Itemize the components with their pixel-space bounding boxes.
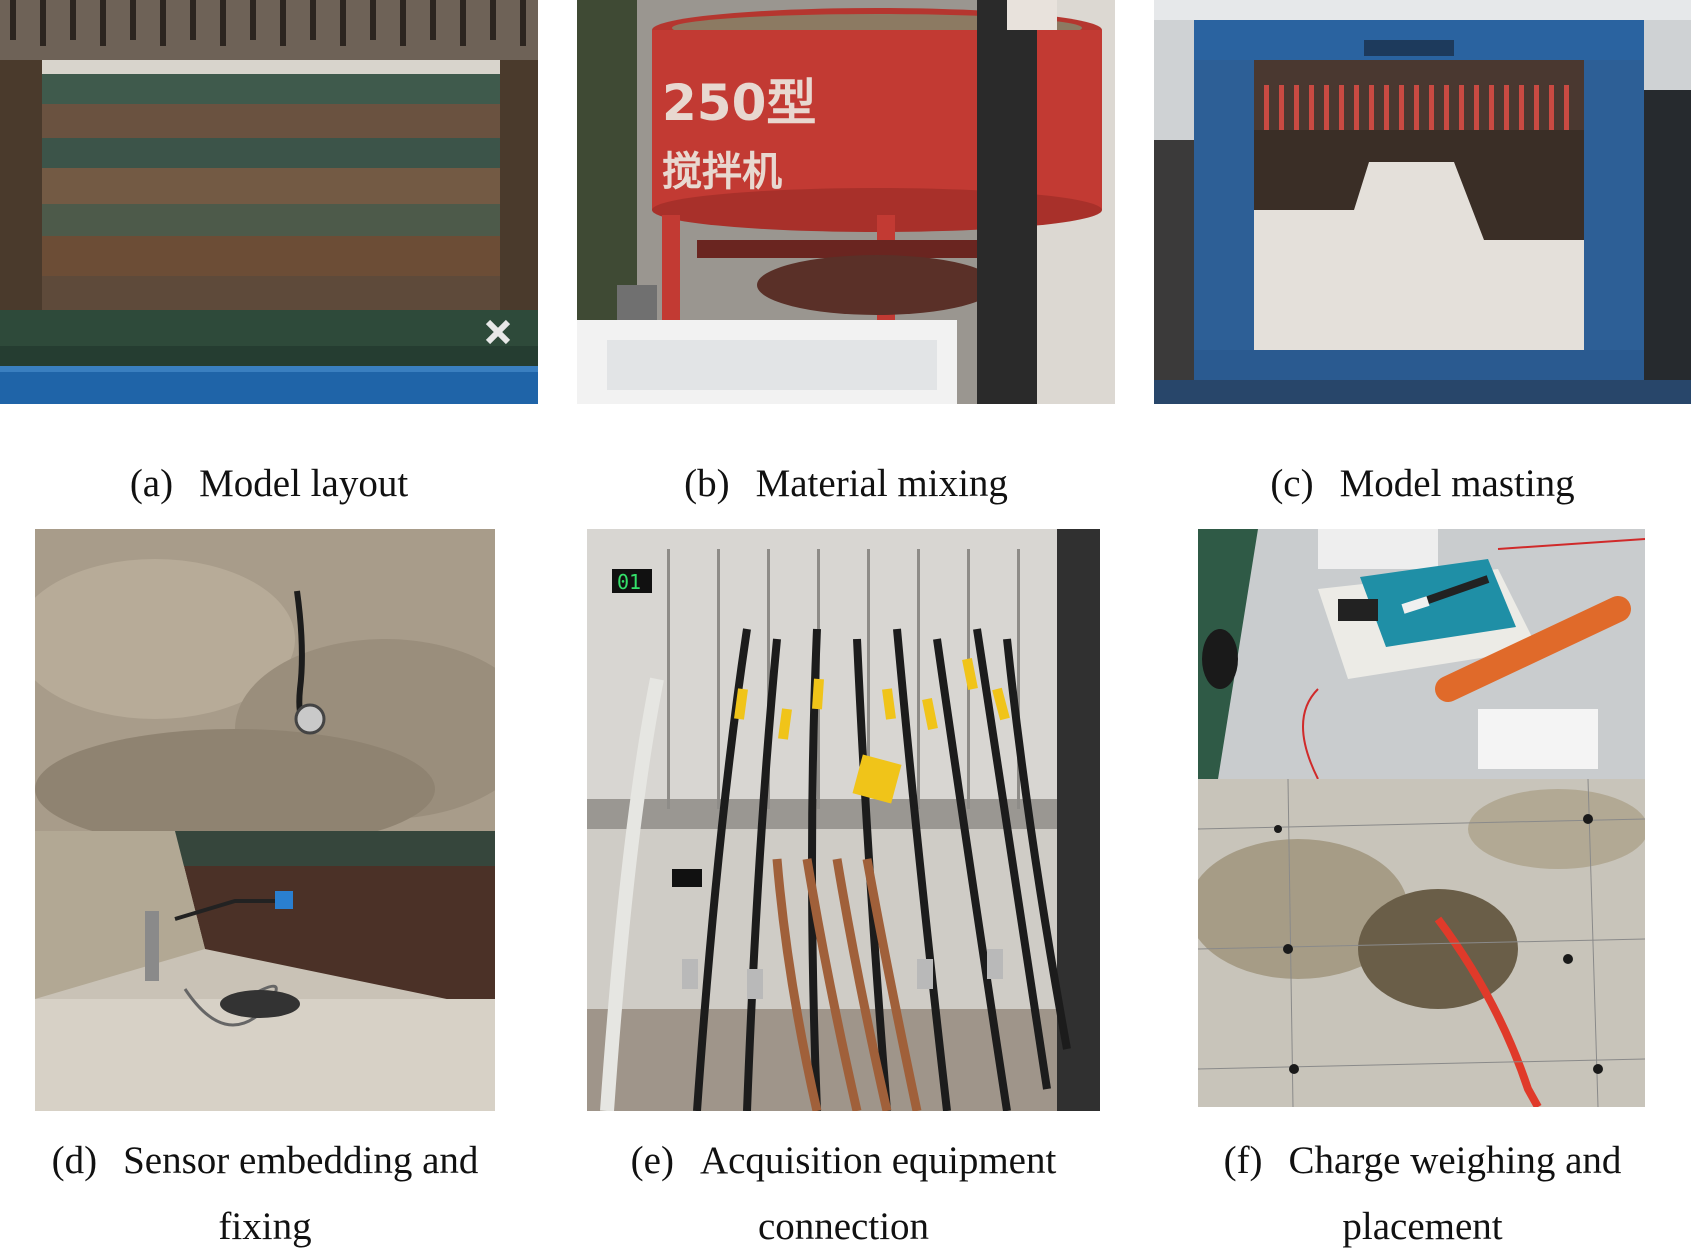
caption-c: (c)Model masting (1154, 451, 1691, 517)
caption-b-label: (b) (684, 462, 730, 505)
caption-d-label: (d) (51, 1139, 98, 1182)
caption-b: (b)Material mixing (577, 451, 1115, 517)
caption-f-line-2: placement (1342, 1205, 1503, 1248)
caption-b-line-1: (b)Material mixing (684, 462, 1008, 505)
photo-model-masting (1154, 0, 1691, 404)
caption-d-line-2: fixing (218, 1205, 312, 1248)
caption-c-line-1: (c)Model masting (1270, 462, 1575, 505)
caption-f-line-1: (f)Charge weighing and (1223, 1139, 1622, 1182)
caption-e: (e)Acquisition equipment connection (587, 1128, 1100, 1260)
caption-d: (d)Sensor embedding and fixing (0, 1128, 530, 1260)
caption-f: (f)Charge weighing and placement (1154, 1128, 1691, 1260)
caption-a: (a)Model layout (0, 451, 538, 517)
photo-sensor-embedding (35, 529, 495, 1111)
caption-e-line-2: connection (757, 1205, 930, 1248)
caption-c-label: (c) (1270, 462, 1314, 505)
photo-model-layout (0, 0, 538, 404)
photo-material-mixing: 250型 搅拌机 (577, 0, 1115, 404)
caption-d-line-1: (d)Sensor embedding and (51, 1139, 479, 1182)
caption-e-label: (e) (630, 1139, 674, 1182)
caption-f-label: (f) (1223, 1139, 1263, 1182)
caption-e-line-1: (e)Acquisition equipment (630, 1139, 1057, 1182)
mixer-text-line1: 250型 (662, 74, 816, 132)
photo-acquisition-equipment: 01 (587, 529, 1100, 1111)
caption-a-label: (a) (129, 462, 174, 505)
photo-charge-weighing (1198, 529, 1645, 1107)
caption-a-line-1: (a)Model layout (129, 462, 409, 505)
svg-text:01: 01 (617, 570, 641, 594)
mixer-text-line2: 搅拌机 (662, 149, 782, 195)
